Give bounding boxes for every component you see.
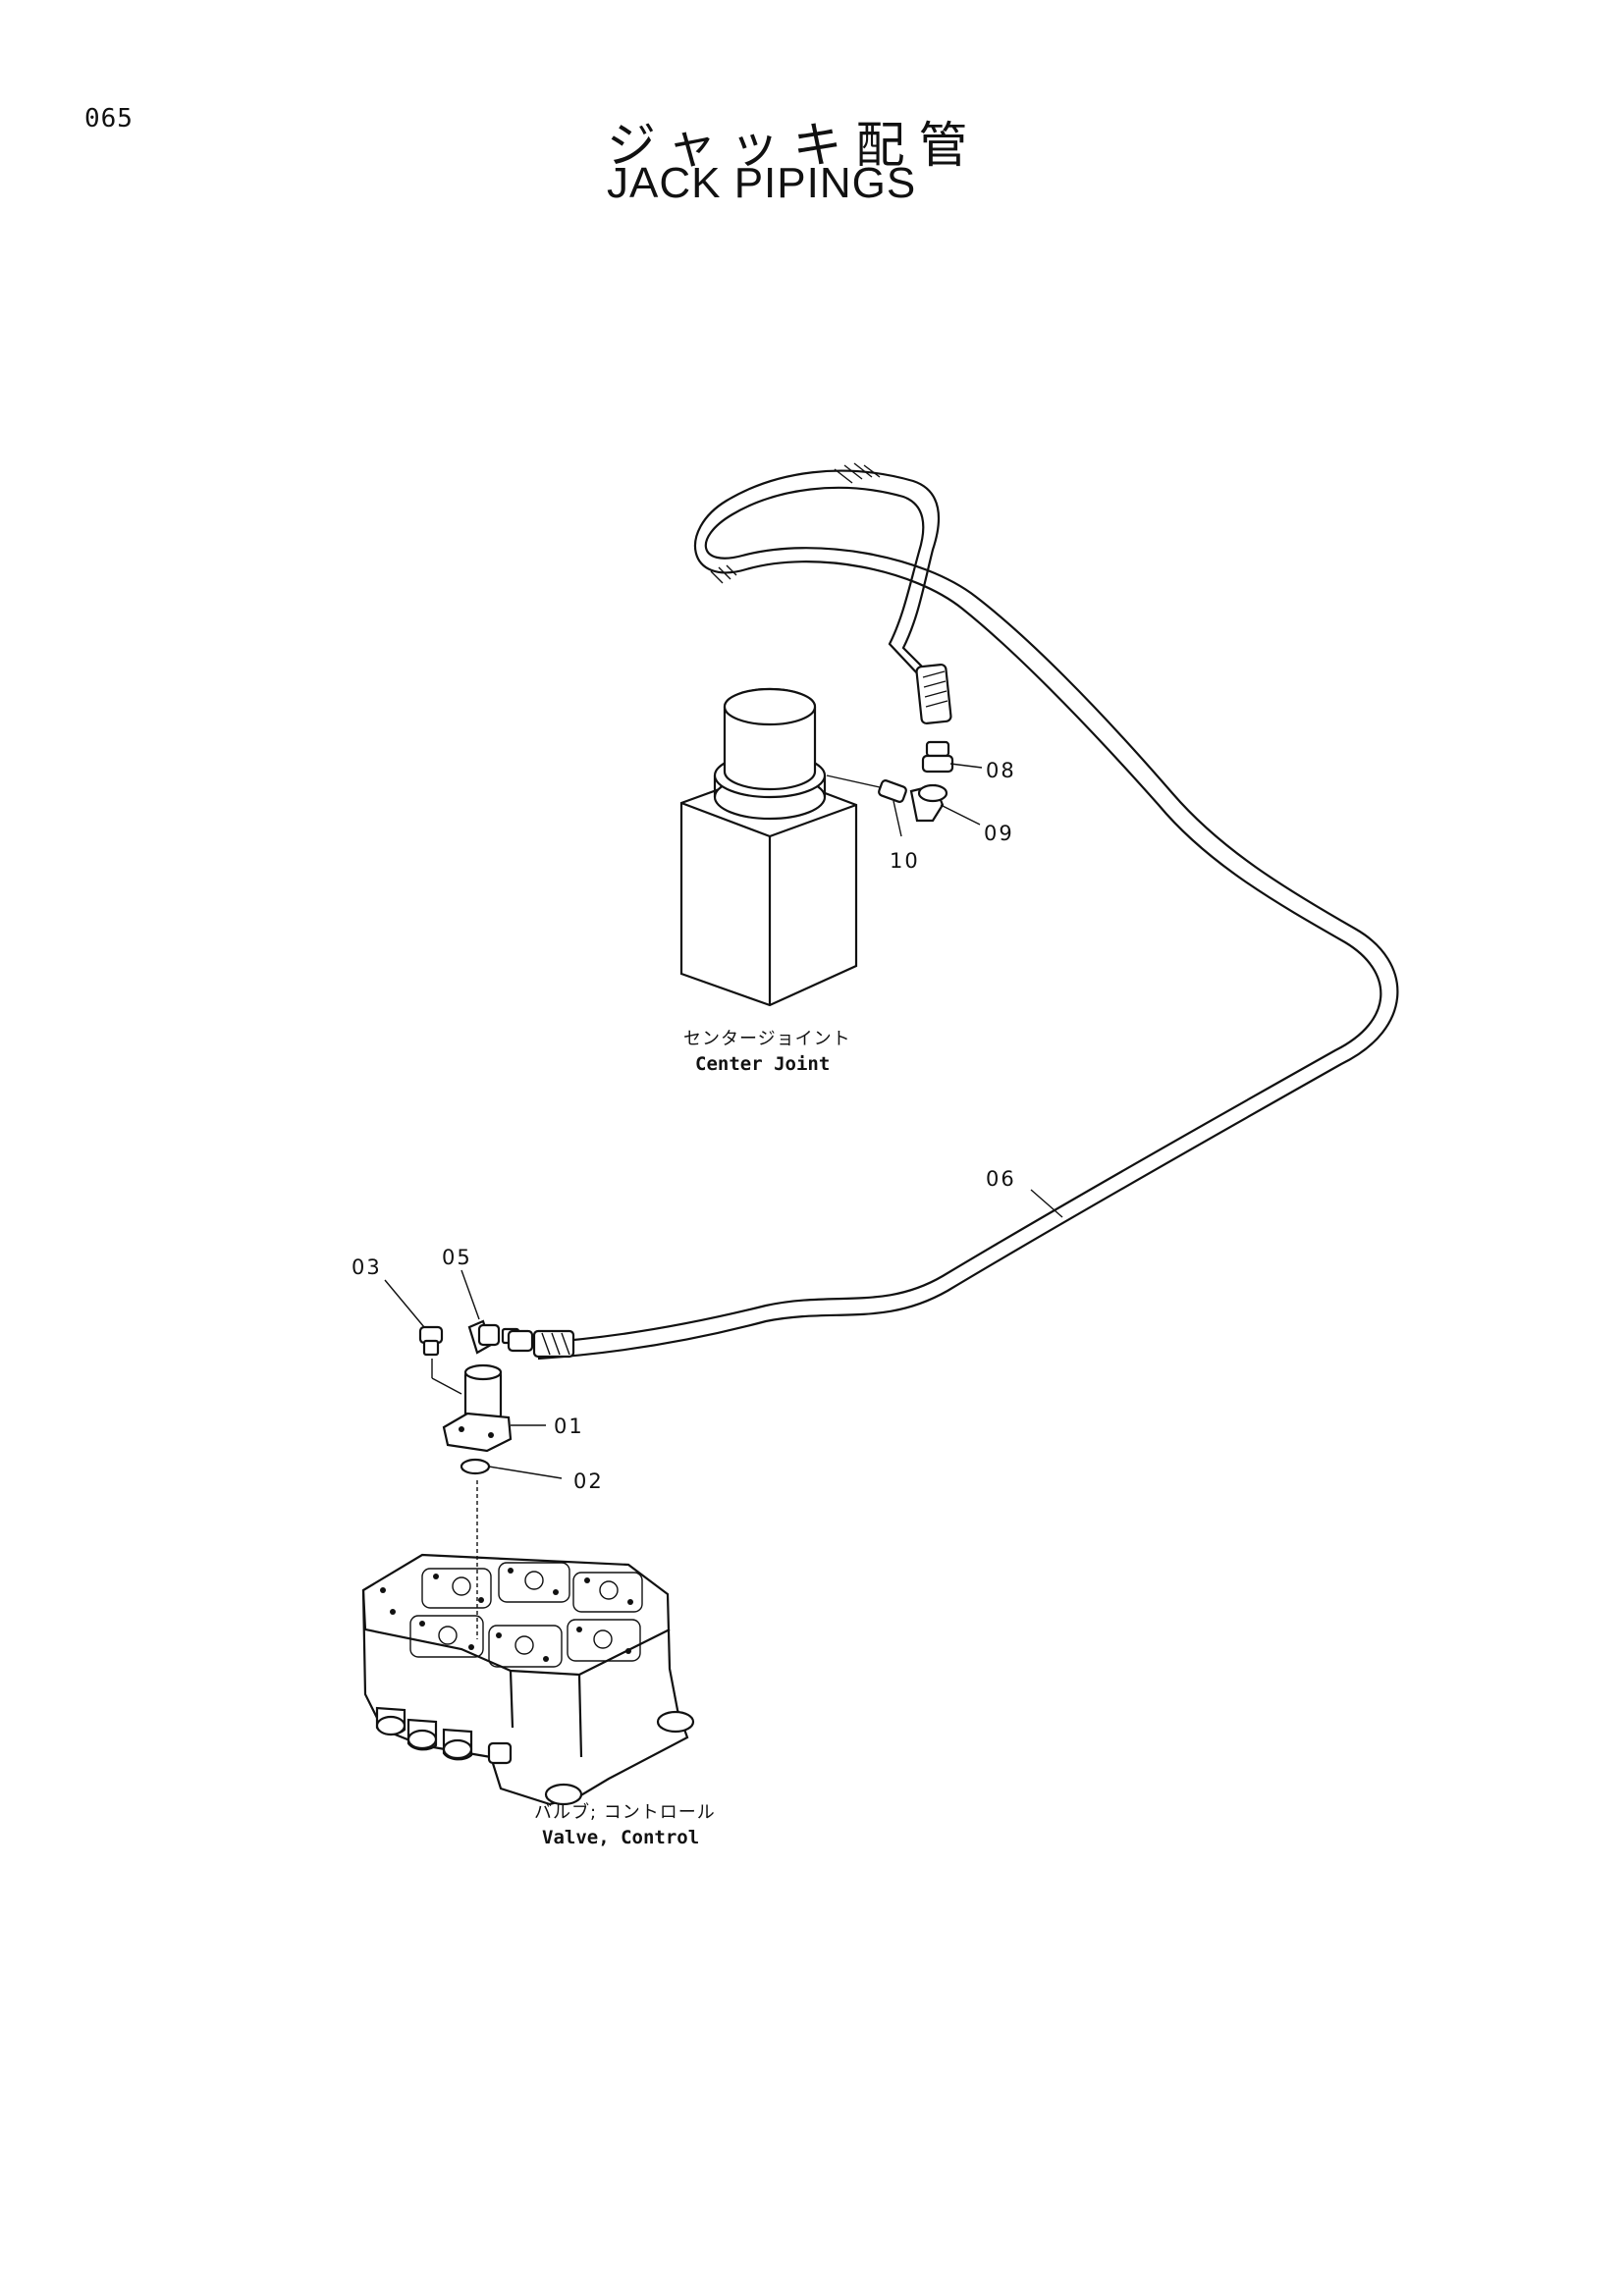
hose-end-fitting-lower (507, 1329, 575, 1359)
control-valve (361, 1553, 695, 1806)
callout-09: 09 (984, 822, 1014, 845)
title-japanese: ジャッキ配管 (607, 117, 982, 174)
part-02-o-ring (460, 1458, 563, 1639)
caption-center-joint-en: Center Joint (695, 1053, 830, 1075)
hose-06 (537, 462, 1399, 1361)
hose-end-fitting-upper (915, 663, 952, 725)
caption-center-joint-jp: センタージョイント (683, 1029, 851, 1049)
caption-valve-jp: バルブ; コントロール (534, 1801, 716, 1823)
part-03-bolt (384, 1279, 462, 1395)
caption-valve-en: Valve, Control (542, 1827, 699, 1848)
callout-06: 06 (986, 1167, 1016, 1191)
part-10-adapter (826, 774, 907, 837)
part-01-flange (442, 1363, 546, 1453)
callout-08: 08 (986, 759, 1016, 782)
page-number: 065 (84, 104, 134, 133)
callout-03: 03 (352, 1255, 382, 1279)
callout-01: 01 (554, 1415, 584, 1438)
callout-10: 10 (890, 849, 920, 873)
callout-02: 02 (573, 1469, 604, 1493)
callout-05: 05 (442, 1246, 472, 1269)
center-joint (679, 687, 858, 1007)
part-08-adapter (921, 740, 983, 774)
part-09-elbow (909, 783, 981, 826)
title-english: JACK PIPINGS (607, 159, 917, 207)
